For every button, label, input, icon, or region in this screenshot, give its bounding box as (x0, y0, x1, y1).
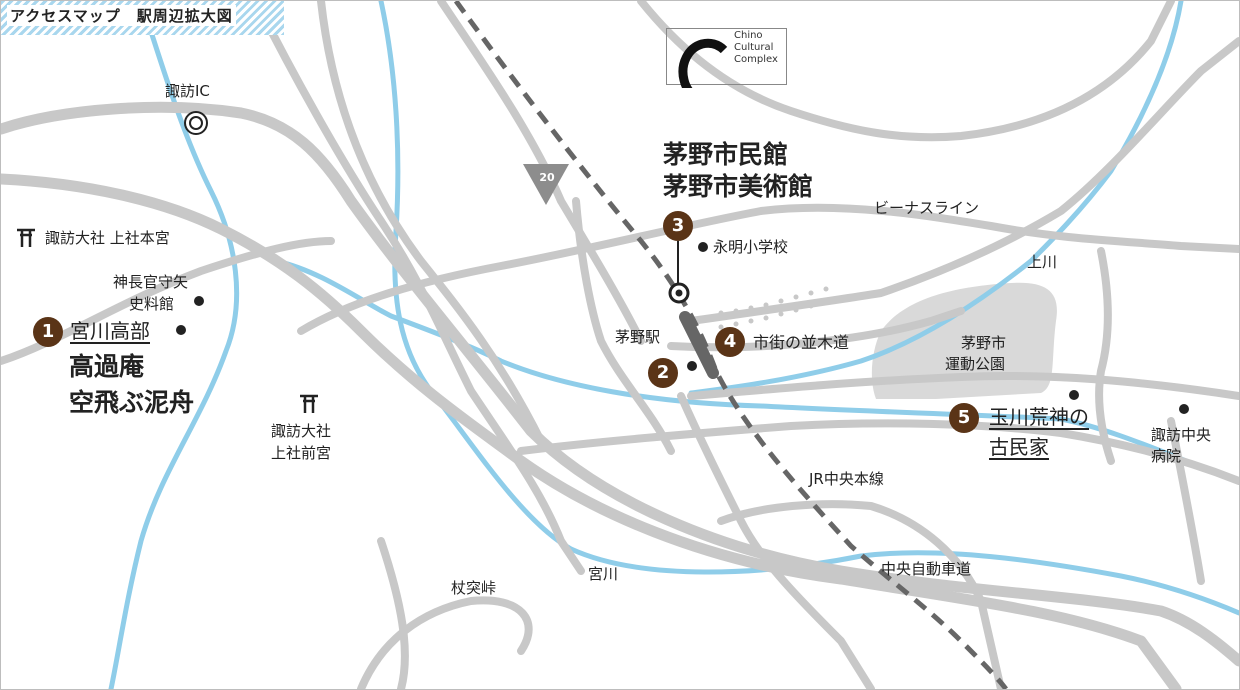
jr-chuo-line (453, 1, 1008, 689)
logo-line-complex: Complex (734, 54, 778, 65)
shrine-icon (17, 228, 318, 413)
label-suwa-ic: 諏訪IC (165, 82, 210, 100)
spot-5-marker[interactable]: 5 (949, 403, 979, 433)
label-suwa-hospital-line1: 諏訪中央 (1151, 426, 1212, 444)
station-platform-mark (679, 311, 719, 379)
spot-1-sub1: 高過庵 (69, 352, 145, 381)
route-20-sign (523, 164, 569, 205)
label-venus-line: ビーナスライン (874, 199, 980, 217)
chino-cultural-complex-logo (666, 28, 787, 88)
suwa-ic-symbol (184, 111, 208, 135)
spot-3-marker[interactable]: 3 (663, 211, 693, 241)
logo-text: Chino Cultural Complex (734, 30, 778, 66)
hospital-dot (1179, 404, 1189, 414)
spot-5-name-line1[interactable]: 玉川荒神の (989, 405, 1089, 429)
label-kamikawa: 上川 (1027, 253, 1058, 271)
spot-1-dot (176, 325, 186, 335)
spot-1-sub2: 空飛ぶ泥舟 (69, 388, 195, 417)
label-tsuetsuki-pass: 杖突峠 (451, 579, 497, 597)
map-title: アクセスマップ 駅周辺拡大図 (7, 5, 236, 26)
logo-line-chino: Chino (734, 30, 763, 41)
label-jr-chuo-line: JR中央本線 (809, 470, 884, 488)
spot-1-marker[interactable]: 1 (33, 317, 63, 347)
label-suwa-taisha-maemiya-line1: 諏訪大社 (271, 422, 332, 440)
spot-4-marker[interactable]: 4 (715, 327, 745, 357)
facility-name-art-museum: 茅野市美術館 (663, 172, 814, 201)
station-symbol (668, 282, 690, 304)
label-miyagawa: 宮川 (588, 565, 619, 583)
route-20-number: 20 (539, 171, 555, 184)
eimei-school-dot (698, 242, 708, 252)
map-header: アクセスマップ 駅周辺拡大図 (1, 1, 284, 35)
logo-line-cultural: Cultural (734, 42, 774, 53)
sports-park-area (871, 282, 1057, 399)
label-park-line1: 茅野市 (961, 334, 1007, 352)
label-suwa-hospital-line2: 病院 (1151, 447, 1182, 465)
label-chino-station: 茅野駅 (615, 328, 661, 346)
spot-2-dot (687, 361, 697, 371)
jinchokan-dot (194, 296, 204, 306)
spot-5-name-line2[interactable]: 古民家 (989, 435, 1049, 459)
label-suwa-taisha-honmiya: 諏訪大社 上社本宮 (45, 229, 170, 247)
spot-2-marker[interactable]: 2 (648, 358, 678, 388)
label-eimei-school: 永明小学校 (713, 238, 789, 256)
label-jinchokan-line2: 史料館 (129, 295, 175, 313)
label-park-line2: 運動公園 (945, 355, 1006, 373)
label-jinchokan-line1: 神長官守矢 (113, 273, 189, 291)
spot-4-name[interactable]: 市街の並木道 (753, 333, 850, 352)
facility-name-civic-hall: 茅野市民館 (663, 140, 789, 169)
spot-1-name[interactable]: 宮川高部 (70, 319, 150, 343)
label-expressway: 中央自動車道 (881, 560, 972, 578)
tree-lined-street-dots (718, 286, 844, 330)
kominka-dot (1069, 390, 1079, 400)
label-suwa-taisha-maemiya-line2: 上社前宮 (271, 444, 332, 462)
